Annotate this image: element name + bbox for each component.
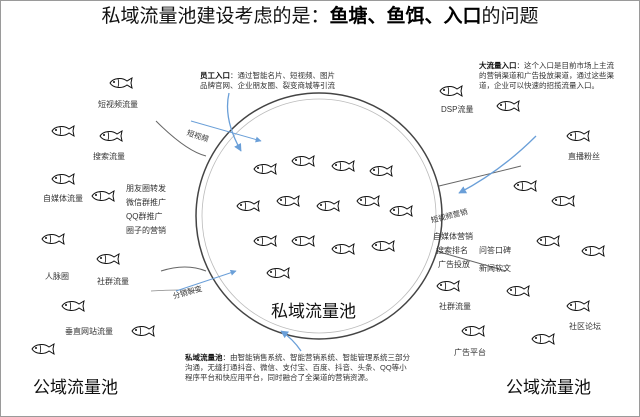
pool-circle bbox=[195, 92, 443, 340]
right-source-label: 广告平台 bbox=[454, 348, 486, 357]
funnel-left-upper-line bbox=[155, 120, 207, 157]
title-emphasis: 鱼塘、鱼饵、入口 bbox=[329, 6, 482, 27]
pool-system-line1: ：由智能销售系统、智能营销系统、智能管理系统三部分 bbox=[222, 353, 411, 362]
left-channel-label: 圈子的营销 bbox=[126, 226, 166, 235]
pool-system-box: 私域流量池：由智能销售系统、智能营销系统、智能管理系统三部分 沟通，无缝打通抖音… bbox=[185, 353, 455, 383]
big-entrance-line1: ：这个入口是目前市场上主流 bbox=[516, 61, 615, 70]
fish-icon bbox=[109, 77, 133, 89]
fish-icon bbox=[566, 300, 590, 312]
fish-icon bbox=[51, 173, 75, 185]
right-channel-label: 自媒体营销 bbox=[433, 232, 473, 241]
big-entrance-line2: 的营销渠道和广告投放渠道，通过这些渠 bbox=[479, 71, 614, 80]
arrow-pool-system bbox=[280, 330, 302, 352]
funnel-right-upper-line bbox=[438, 165, 522, 187]
fish-icon bbox=[496, 100, 520, 112]
left-channel-label: 朋友圈转发 bbox=[126, 184, 166, 193]
fish-icon bbox=[439, 85, 463, 97]
funnel-right-lower-line bbox=[435, 250, 507, 272]
fish-icon bbox=[461, 325, 485, 337]
fish-icon bbox=[266, 267, 290, 279]
fish-icon bbox=[99, 130, 123, 142]
employee-entrance-line1: ：通过智能名片、短视频、图片 bbox=[230, 71, 335, 80]
pool-system-line3: 程序平台和快应用平台，同时融合了全渠道的营销资源。 bbox=[185, 373, 373, 382]
employee-entrance-heading: 员工入口 bbox=[200, 71, 230, 80]
pool-system-line2: 沟通，无缝打通抖音、微信、支付宝、百度、抖音、头条、QQ等小 bbox=[185, 363, 407, 372]
arrow-big-entrance bbox=[458, 135, 537, 194]
public-pool-label-left: 公域流量池 bbox=[33, 378, 118, 397]
fish-icon bbox=[506, 285, 530, 297]
pool-inner-ring bbox=[201, 98, 437, 334]
fish-icon bbox=[61, 300, 85, 312]
left-channel-label: 微信群推广 bbox=[126, 198, 166, 207]
fish-icon bbox=[436, 280, 460, 292]
title-prefix: 私域流量池建设考虑的是： bbox=[101, 6, 330, 27]
fish-icon bbox=[51, 125, 75, 137]
pool-system-heading: 私域流量池 bbox=[185, 353, 223, 362]
employee-entrance-line2: 品牌官网、企业朋友圈、裂变商城等引流 bbox=[200, 81, 335, 90]
right-channel-label: 新闻软文 bbox=[479, 264, 511, 273]
left-source-label: 社群流量 bbox=[97, 277, 129, 286]
diagram-title: 私域流量池建设考虑的是：鱼塘、鱼饵、入口的问题 bbox=[1, 1, 639, 28]
right-source-label: 社区论坛 bbox=[569, 322, 601, 331]
employee-entrance-box: 员工入口：通过智能名片、短视频、图片 品牌官网、企业朋友圈、裂变商城等引流 bbox=[200, 71, 370, 91]
fish-icon bbox=[551, 195, 575, 207]
fish-icon bbox=[96, 253, 120, 265]
right-source-label: 直播粉丝 bbox=[568, 152, 600, 161]
funnel-left-lower-line bbox=[160, 266, 207, 272]
fish-icon bbox=[253, 163, 277, 175]
fish-icon bbox=[566, 130, 590, 142]
fish-icon bbox=[536, 235, 560, 247]
private-pool-label: 私域流量池 bbox=[271, 302, 356, 321]
right-channel-label: 问答口碑 bbox=[479, 246, 511, 255]
arrow-distribution bbox=[175, 269, 237, 292]
fish-icon bbox=[276, 195, 300, 207]
left-source-label: 搜索流量 bbox=[93, 152, 125, 161]
fish-icon bbox=[371, 240, 395, 252]
fish-icon bbox=[513, 180, 537, 192]
fish-icon bbox=[531, 333, 555, 345]
big-entrance-box: 大流量入口：这个入口是目前市场上主流 的营销渠道和广告投放渠道，通过这些渠 道，… bbox=[479, 61, 637, 91]
public-pool-label-right: 公域流量池 bbox=[506, 378, 591, 397]
title-suffix: 的问题 bbox=[481, 6, 539, 27]
arrow-short-video bbox=[190, 120, 262, 143]
left-source-label: 垂直网站流量 bbox=[65, 327, 113, 336]
fish-icon bbox=[253, 235, 277, 247]
right-channel-label: 搜索排名 bbox=[436, 246, 468, 255]
fish-icon bbox=[316, 200, 340, 212]
fish-icon bbox=[91, 190, 115, 202]
fish-icon bbox=[41, 233, 65, 245]
fish-icon bbox=[236, 200, 260, 212]
fish-icon bbox=[31, 343, 55, 355]
fish-icon bbox=[331, 243, 355, 255]
big-entrance-heading: 大流量入口 bbox=[479, 61, 517, 70]
right-source-label: 社群流量 bbox=[439, 302, 471, 311]
right-source-label: DSP流量 bbox=[441, 105, 474, 114]
fish-icon bbox=[331, 160, 355, 172]
fish-icon bbox=[291, 235, 315, 247]
fish-icon bbox=[581, 245, 605, 257]
left-source-label: 自媒体流量 bbox=[43, 194, 83, 203]
fish-icon bbox=[131, 325, 155, 337]
fish-icon bbox=[389, 205, 413, 217]
arrow-employee-entrance bbox=[226, 92, 242, 152]
right-channel-label: 广告投放 bbox=[438, 260, 470, 269]
left-channel-label: QQ群推广 bbox=[126, 212, 163, 221]
left-source-label: 短视频流量 bbox=[98, 100, 138, 109]
fish-icon bbox=[356, 195, 380, 207]
big-entrance-line3: 道，企业可以快速的招揽流量入口。 bbox=[479, 81, 599, 90]
fish-icon bbox=[291, 155, 315, 167]
fish-icon bbox=[369, 165, 393, 177]
left-source-label: 人脉圈 bbox=[45, 272, 69, 281]
